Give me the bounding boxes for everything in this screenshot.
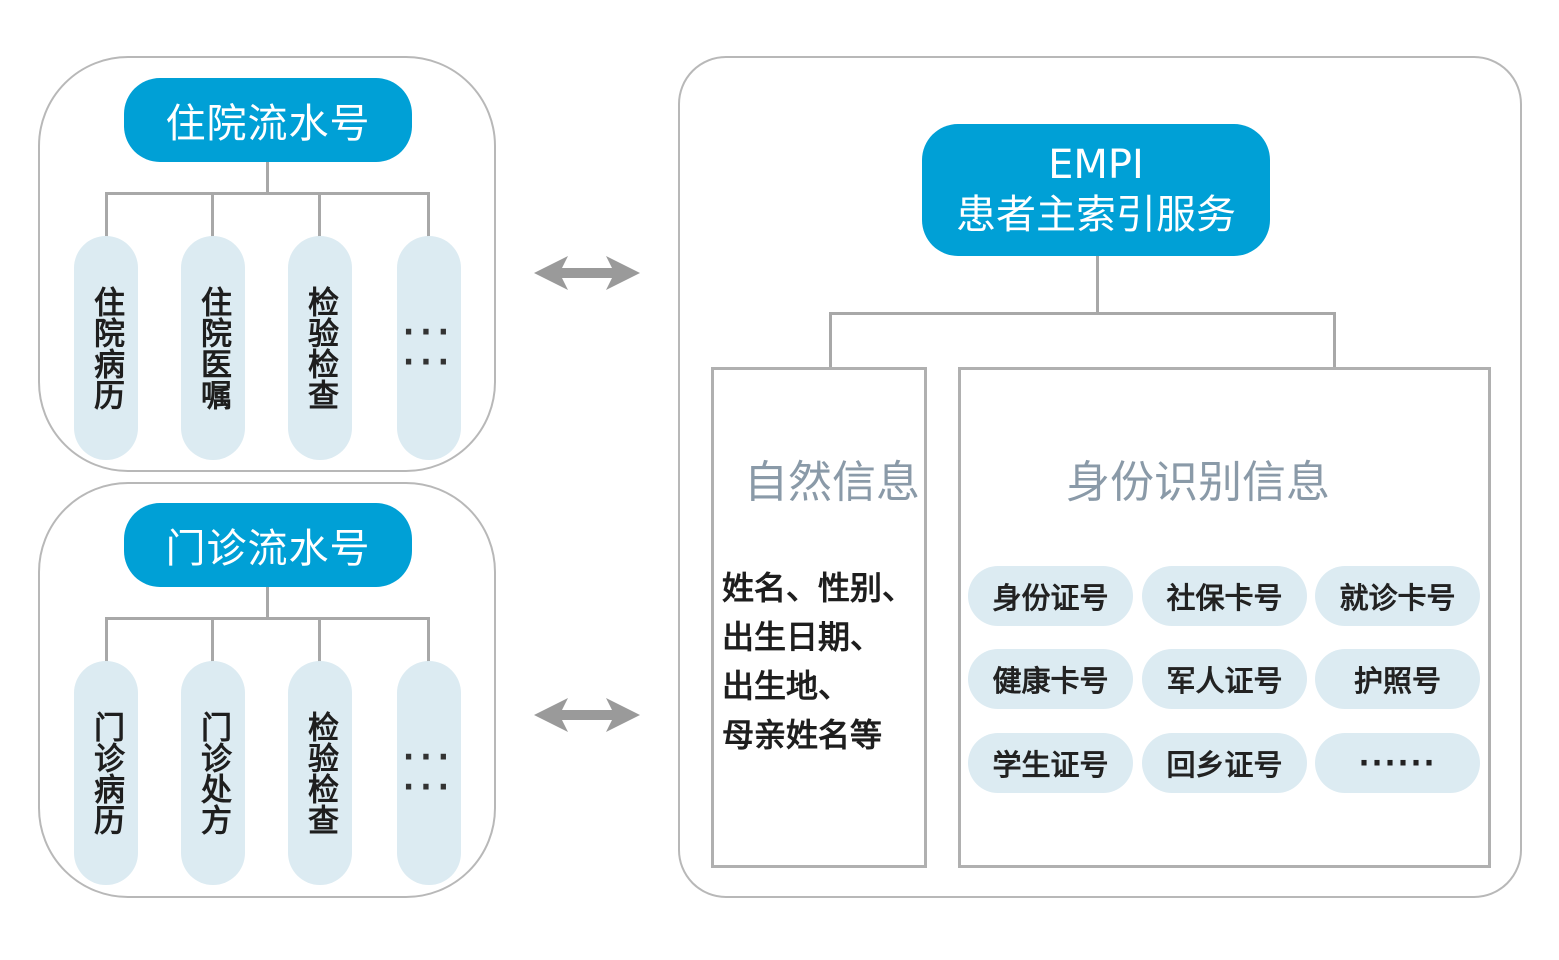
id-item-label: 回乡证号 xyxy=(1166,748,1283,782)
empi-title: EMPI xyxy=(1048,142,1144,188)
id-item-label: 健康卡号 xyxy=(992,664,1109,698)
inpatient-item-label: 住院病历 xyxy=(88,286,124,410)
inpatient-connector-bar xyxy=(105,192,430,195)
outpatient-connector-drop-3 xyxy=(318,617,321,663)
id-item-social-security: 社保卡号 xyxy=(1142,566,1307,626)
outpatient-connector-bar xyxy=(105,617,430,620)
outpatient-item-medical-record: 门诊病历 xyxy=(74,661,138,885)
id-item-home-return-permit: 回乡证号 xyxy=(1142,733,1307,793)
outpatient-item-label: 门诊病历 xyxy=(88,711,124,835)
outpatient-item-label: 检验检查 xyxy=(302,711,338,835)
id-item-health-card: 健康卡号 xyxy=(968,649,1133,709)
id-item-military-id: 军人证号 xyxy=(1142,649,1307,709)
natural-info-line: 出生日期、 xyxy=(722,618,883,656)
outpatient-connector-drop-1 xyxy=(105,617,108,663)
natural-info-title: 自然信息 xyxy=(744,457,920,508)
outpatient-connector-drop-2 xyxy=(211,617,214,663)
natural-info-line: 母亲姓名等 xyxy=(722,716,883,754)
natural-info-line: 出生地、 xyxy=(722,667,851,705)
inpatient-item-label: 住院医嘱 xyxy=(195,286,231,410)
id-item-label: ······ xyxy=(1358,746,1437,780)
inpatient-item-more: ··· ··· xyxy=(397,236,461,460)
id-item-label: 社保卡号 xyxy=(1166,581,1283,615)
inpatient-connector-drop-1 xyxy=(105,192,108,238)
natural-info-details: 姓名、性别、 出生日期、 出生地、 母亲姓名等 xyxy=(722,564,922,760)
natural-info-line: 姓名、性别、 xyxy=(722,569,915,607)
inpatient-connector-drop-3 xyxy=(318,192,321,238)
empi-connector-bar xyxy=(829,312,1336,315)
id-item-student-id: 学生证号 xyxy=(968,733,1133,793)
id-item-visit-card: 就诊卡号 xyxy=(1315,566,1480,626)
id-item-label: 身份证号 xyxy=(992,581,1109,615)
empi-connector-drop-right xyxy=(1333,312,1336,368)
identity-info-title: 身份识别信息 xyxy=(1066,457,1330,508)
empi-service-box: EMPI 患者主索引服务 xyxy=(922,124,1270,256)
inpatient-connector-drop-2 xyxy=(211,192,214,238)
outpatient-title: 门诊流水号 xyxy=(165,526,371,572)
outpatient-connector-stem xyxy=(266,587,269,619)
double-arrow-icon xyxy=(534,698,640,732)
inpatient-item-label: 检验检查 xyxy=(302,286,338,410)
inpatient-header: 住院流水号 xyxy=(124,78,412,162)
natural-info-box xyxy=(711,367,927,868)
id-item-id-card: 身份证号 xyxy=(968,566,1133,626)
more-dots: ··· ··· xyxy=(402,740,456,805)
id-item-more: ······ xyxy=(1315,733,1480,793)
inpatient-connector-stem xyxy=(266,162,269,194)
inpatient-item-orders: 住院医嘱 xyxy=(181,236,245,460)
outpatient-item-prescription: 门诊处方 xyxy=(181,661,245,885)
empi-subtitle: 患者主索引服务 xyxy=(956,192,1236,238)
more-dots: ··· ··· xyxy=(402,315,456,380)
id-item-label: 学生证号 xyxy=(992,748,1109,782)
empi-connector-drop-left xyxy=(829,312,832,368)
inpatient-item-lab-tests: 检验检查 xyxy=(288,236,352,460)
id-item-passport: 护照号 xyxy=(1315,649,1480,709)
empi-connector-stem xyxy=(1096,256,1099,314)
id-item-label: 护照号 xyxy=(1353,664,1441,698)
inpatient-connector-drop-4 xyxy=(427,192,430,238)
inpatient-title: 住院流水号 xyxy=(165,101,371,147)
inpatient-item-medical-record: 住院病历 xyxy=(74,236,138,460)
id-item-label: 就诊卡号 xyxy=(1339,581,1456,615)
double-arrow-icon xyxy=(534,256,640,290)
id-item-label: 军人证号 xyxy=(1166,664,1283,698)
outpatient-item-more: ··· ··· xyxy=(397,661,461,885)
outpatient-item-lab-tests: 检验检查 xyxy=(288,661,352,885)
outpatient-item-label: 门诊处方 xyxy=(195,711,231,835)
outpatient-header: 门诊流水号 xyxy=(124,503,412,587)
outpatient-connector-drop-4 xyxy=(427,617,430,663)
